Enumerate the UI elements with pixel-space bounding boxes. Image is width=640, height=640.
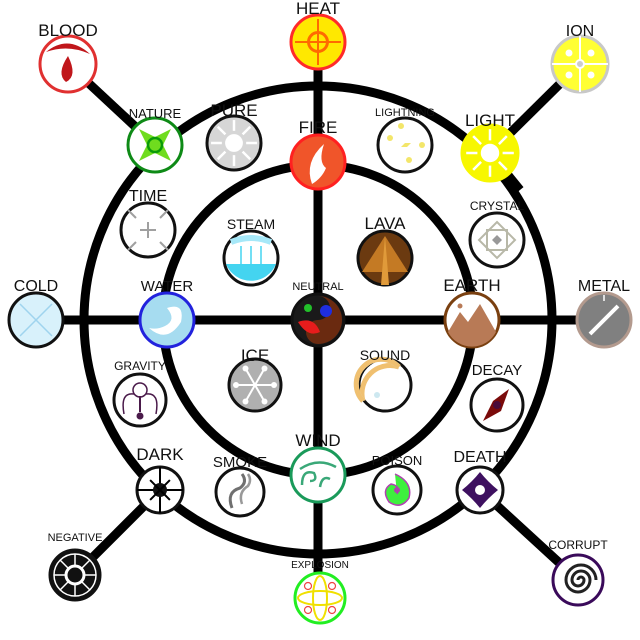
element-label: LIGHTNING	[375, 107, 435, 119]
element-label: NEGATIVE	[48, 532, 103, 544]
element-node-earth[interactable]: EARTH	[443, 276, 501, 349]
element-label: BLOOD	[38, 21, 98, 40]
element-label: ION	[566, 23, 594, 40]
ice-icon	[233, 365, 277, 405]
death-icon	[462, 472, 498, 508]
element-node-death[interactable]: DEATH	[453, 449, 507, 515]
element-node-crystal[interactable]: CRYSTAL	[468, 199, 526, 269]
negative-icon	[53, 553, 97, 597]
element-label: TIME	[129, 188, 167, 205]
blood-icon	[46, 43, 90, 82]
element-label: WATER	[141, 278, 194, 295]
wind-icon	[299, 461, 337, 488]
element-label: DARK	[136, 445, 184, 464]
element-label: LIGHT	[465, 111, 515, 130]
element-label: POISON	[372, 453, 423, 468]
nature-icon	[139, 129, 171, 161]
element-circle	[289, 446, 347, 504]
element-node-light[interactable]: LIGHT	[460, 111, 520, 183]
ion-icon	[552, 36, 608, 92]
neutral-icon	[298, 296, 342, 344]
earth-icon	[448, 303, 496, 347]
element-label: WIND	[295, 431, 340, 450]
element-label: PURE	[210, 101, 257, 120]
crystal-icon	[477, 220, 517, 260]
dark-icon	[137, 467, 183, 513]
element-node-negative[interactable]: NEGATIVE	[48, 532, 103, 602]
element-node-explosion[interactable]: EXPLOSION	[291, 560, 349, 625]
fire-icon	[309, 144, 326, 184]
element-label: ICE	[241, 346, 269, 365]
element-circle	[214, 466, 266, 518]
element-node-steam[interactable]: STEAM	[222, 216, 280, 287]
element-label: FIRE	[299, 118, 338, 137]
sound-icon	[353, 356, 401, 403]
element-label: CRYSTAL	[470, 199, 525, 213]
element-label: GRAVITY	[114, 359, 166, 373]
pure-icon	[211, 120, 257, 166]
element-label: HEAT	[296, 0, 340, 18]
metal-icon	[588, 295, 620, 336]
element-node-sound[interactable]: SOUND	[353, 347, 413, 413]
element-node-blood[interactable]: BLOOD	[38, 21, 98, 94]
element-label: LAVA	[365, 214, 407, 233]
element-node-smoke[interactable]: SMOKE	[213, 454, 267, 518]
element-node-ice[interactable]: ICE	[227, 346, 283, 413]
element-label: STEAM	[227, 216, 275, 232]
element-label: DECAY	[472, 362, 523, 379]
time-icon	[127, 209, 169, 251]
element-node-gravity[interactable]: GRAVITY	[112, 359, 168, 428]
element-node-cold[interactable]: COLD	[7, 278, 65, 349]
steam-icon	[226, 235, 276, 281]
element-label: COLD	[14, 278, 58, 295]
poison-icon	[384, 473, 411, 506]
element-node-pure[interactable]: PURE	[205, 101, 263, 172]
element-label: SOUND	[360, 347, 411, 363]
explosion-icon	[297, 575, 343, 621]
element-node-corrupt[interactable]: CORRUPT	[548, 538, 608, 607]
smoke-icon	[228, 473, 252, 509]
element-node-lava[interactable]: LAVA	[356, 214, 414, 287]
element-node-decay[interactable]: DECAY	[469, 362, 525, 433]
element-label: METAL	[578, 278, 630, 295]
element-circle	[293, 571, 347, 625]
element-label: NEUTRAL	[292, 281, 343, 293]
lava-icon	[362, 236, 408, 285]
lightning-icon	[387, 123, 425, 163]
element-circle	[138, 291, 196, 349]
element-node-ion[interactable]: ION	[550, 23, 610, 94]
heat-icon	[295, 19, 341, 65]
element-label: NATURE	[129, 106, 182, 121]
element-node-time[interactable]: TIME	[119, 188, 177, 259]
element-label: CORRUPT	[548, 538, 608, 552]
element-node-poison[interactable]: POISON	[371, 453, 423, 516]
element-nodes: BLOOD HEAT ION NATURE PURE FIRE LIGHTNING LIGHT…	[7, 0, 633, 625]
element-label: EXPLOSION	[291, 560, 349, 571]
element-node-metal[interactable]: METAL	[575, 278, 633, 349]
element-node-fire[interactable]: FIRE	[289, 118, 347, 191]
element-node-heat[interactable]: HEAT	[289, 0, 347, 71]
cold-icon	[19, 303, 53, 337]
element-node-water[interactable]: WATER	[138, 278, 196, 349]
element-node-dark[interactable]: DARK	[135, 445, 185, 515]
gravity-icon	[122, 382, 158, 420]
water-icon	[149, 306, 182, 335]
element-label: EARTH	[443, 276, 500, 295]
element-label: SMOKE	[213, 454, 267, 471]
element-node-wind[interactable]: WIND	[289, 431, 347, 504]
element-node-neutral[interactable]: NEUTRAL	[290, 281, 346, 348]
decay-icon	[483, 389, 509, 421]
element-node-lightning[interactable]: LIGHTNING	[375, 107, 435, 174]
corrupt-icon	[564, 563, 598, 594]
element-label: DEATH	[453, 449, 506, 466]
element-node-nature[interactable]: NATURE	[126, 106, 184, 174]
light-icon	[466, 129, 514, 177]
